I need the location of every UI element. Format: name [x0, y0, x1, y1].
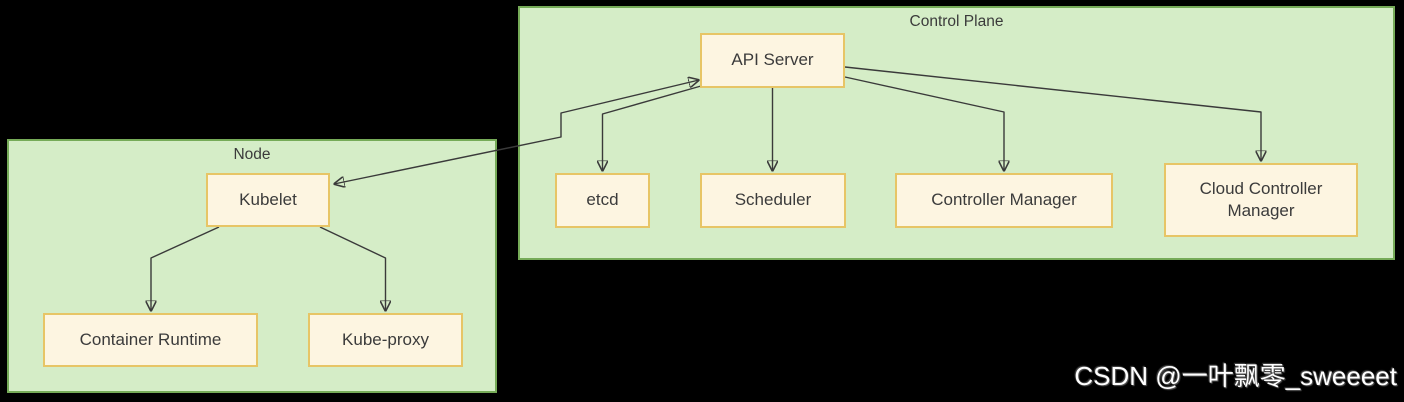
- node-kubelet: Kubelet: [206, 173, 330, 227]
- node-kube-proxy: Kube-proxy: [308, 313, 463, 367]
- group-node-label: Node: [233, 146, 271, 163]
- node-container-runtime: Container Runtime: [43, 313, 258, 367]
- node-controller-manager: Controller Manager: [895, 173, 1113, 228]
- watermark-text: CSDN @一叶飘零_sweeeet: [1074, 361, 1397, 391]
- node-api-server: API Server: [700, 33, 845, 88]
- node-etcd: etcd: [555, 173, 650, 228]
- node-scheduler: Scheduler: [700, 173, 846, 228]
- group-control-plane-label: Control Plane: [909, 13, 1004, 30]
- node-cloud-controller-manager: Cloud Controller Manager: [1164, 163, 1358, 237]
